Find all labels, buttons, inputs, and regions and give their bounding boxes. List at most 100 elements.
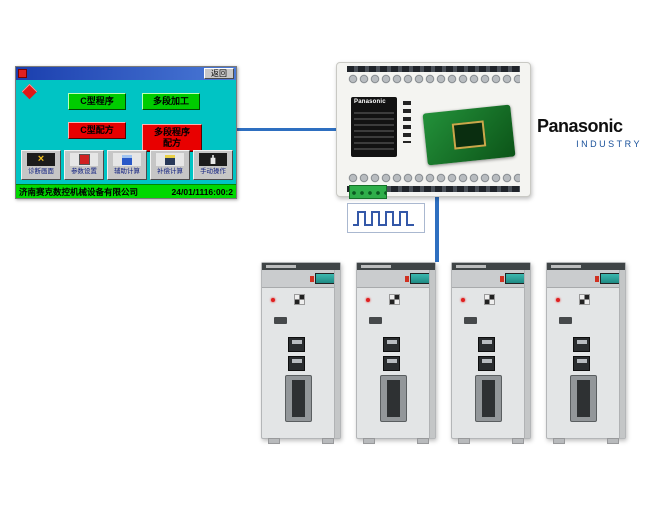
- compensation-calc-icon: [156, 153, 184, 166]
- motor-connector: [285, 375, 312, 422]
- servo-top-band: [357, 263, 435, 270]
- qr-label-icon: [579, 294, 590, 305]
- company-name: 济南赛克数控机械设备有限公司: [19, 186, 139, 197]
- manual-operation-label: 手动操作: [200, 168, 226, 175]
- hmi-titlebar: 返回: [16, 67, 236, 80]
- compensation-calc-label: 补偿计算: [157, 168, 183, 175]
- servo-display: [595, 273, 620, 284]
- motor-connector-slot: [292, 380, 305, 417]
- servo-top-band: [452, 263, 530, 270]
- mounting-tab-left: [458, 438, 470, 444]
- c-program-button[interactable]: C型程序: [68, 93, 126, 110]
- plc-top-terminal-cover: [347, 66, 520, 72]
- parameter-icon: [70, 153, 98, 166]
- led-indicator: [366, 298, 370, 302]
- servo-display: [500, 273, 525, 284]
- brand-name: Panasonic: [537, 116, 623, 136]
- servo-heatsink: [619, 270, 625, 438]
- servo-heatsink: [524, 270, 530, 438]
- motor-connector-slot: [482, 380, 495, 417]
- motor-connector: [380, 375, 407, 422]
- mounting-tab-right: [322, 438, 334, 444]
- qr-label-icon: [484, 294, 495, 305]
- ethernet-port-2: [288, 356, 305, 371]
- led-indicator: [556, 298, 560, 302]
- ethernet-port-1: [288, 337, 305, 352]
- servo-heatsink: [429, 270, 435, 438]
- led-indicator: [461, 298, 465, 302]
- servo-display: [310, 273, 335, 284]
- auxiliary-calc-button[interactable]: 辅助计算: [107, 150, 147, 180]
- mounting-tab-right: [417, 438, 429, 444]
- panasonic-logo: Panasonic INDUSTRY: [537, 116, 642, 149]
- ethernet-port-1: [573, 337, 590, 352]
- plc-top-terminal-screws: [347, 73, 520, 86]
- plc-device: Panasonic: [336, 62, 531, 199]
- ethernet-port-1: [383, 337, 400, 352]
- servo-drive: [261, 262, 341, 444]
- plc-to-servo-connection-line: [435, 196, 439, 262]
- status-bar: 济南赛克数控机械设备有限公司 24/01/1116:00:2: [16, 184, 236, 198]
- return-button[interactable]: 返回: [204, 68, 234, 79]
- led-indicator: [271, 298, 275, 302]
- manual-operation-icon: [199, 153, 227, 166]
- servo-top-band: [262, 263, 340, 270]
- servo-drive: [451, 262, 531, 444]
- diagnostic-button[interactable]: 诊断画面: [21, 150, 61, 180]
- parameter-settings-button[interactable]: 参数设置: [64, 150, 104, 180]
- diagnostic-icon: [27, 153, 55, 166]
- ethernet-port-2: [478, 356, 495, 371]
- ethernet-port-1: [478, 337, 495, 352]
- usb-port: [464, 317, 477, 324]
- multi-segment-recipe-button[interactable]: 多段程序配方: [142, 124, 202, 152]
- servo-heatsink: [334, 270, 340, 438]
- servo-head-panel: [452, 270, 530, 288]
- servo-display: [405, 273, 430, 284]
- mounting-tab-right: [512, 438, 524, 444]
- calculator-icon: [113, 153, 141, 166]
- app-icon: [18, 69, 27, 78]
- pulse-signal-icon: [353, 211, 414, 226]
- servo-drive-row: [261, 262, 626, 444]
- compensation-calc-button[interactable]: 补偿计算: [150, 150, 190, 180]
- servo-head-panel: [547, 270, 625, 288]
- mounting-tab-right: [607, 438, 619, 444]
- hmi-to-plc-connection-line: [237, 128, 337, 131]
- servo-drive: [356, 262, 436, 444]
- mounting-tab-left: [268, 438, 280, 444]
- plc-bottom-terminal-screws: [347, 172, 520, 185]
- usb-port: [274, 317, 287, 324]
- circuit-board: [422, 104, 516, 166]
- datetime: 24/01/1116:00:2: [171, 186, 233, 197]
- motor-connector-slot: [577, 380, 590, 417]
- servo-top-band: [547, 263, 625, 270]
- plc-brand-text: Panasonic: [354, 99, 386, 105]
- plc-label-panel: Panasonic: [351, 97, 397, 157]
- multi-segment-machining-button[interactable]: 多段加工: [142, 93, 200, 110]
- ethernet-port-2: [383, 356, 400, 371]
- motor-connector: [570, 375, 597, 422]
- ethernet-port-2: [573, 356, 590, 371]
- c-recipe-button[interactable]: C型配方: [68, 122, 126, 139]
- plc-green-connector: [349, 185, 387, 199]
- servo-head-panel: [357, 270, 435, 288]
- multi-segment-recipe-label: 多段程序配方: [153, 127, 190, 148]
- chip-icon: [451, 120, 487, 150]
- servo-head-panel: [262, 270, 340, 288]
- diagnostic-label: 诊断画面: [28, 168, 54, 175]
- hmi-screen: C型程序 多段加工 C型配方 多段程序配方 诊断画面 参数设置 辅助计算 补偿计…: [16, 80, 236, 198]
- qr-label-icon: [389, 294, 400, 305]
- usb-port: [369, 317, 382, 324]
- mounting-tab-left: [553, 438, 565, 444]
- qr-label-icon: [294, 294, 305, 305]
- motor-connector-slot: [387, 380, 400, 417]
- plc-label-rows: [354, 108, 394, 152]
- company-logo-icon: [21, 83, 38, 100]
- pulse-signal-box: [347, 203, 425, 233]
- plc-bottom-terminal-cover: [347, 186, 520, 192]
- auxiliary-calc-label: 辅助计算: [114, 168, 140, 175]
- manual-operation-button[interactable]: 手动操作: [193, 150, 233, 180]
- mounting-tab-left: [363, 438, 375, 444]
- plc-led-indicators: [403, 101, 411, 143]
- brand-subtitle: INDUSTRY: [576, 139, 642, 149]
